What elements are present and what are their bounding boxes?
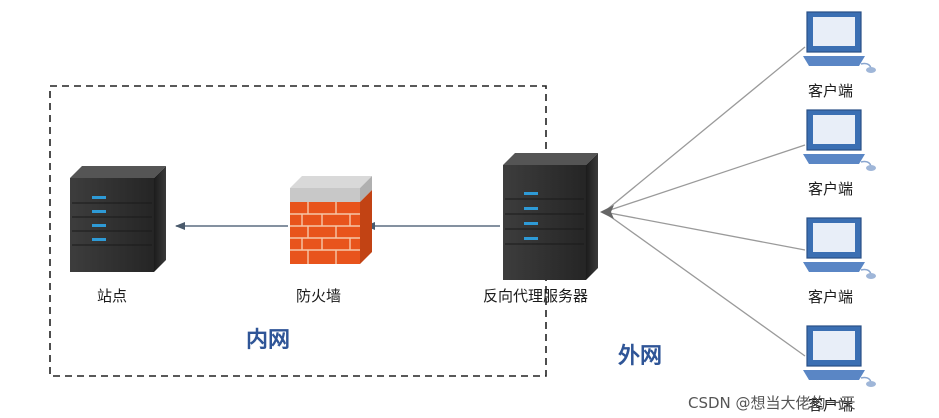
proxy-server-icon xyxy=(503,153,598,280)
client-links xyxy=(603,46,806,357)
client-link-4 xyxy=(603,211,806,357)
client-icon-2 xyxy=(803,109,876,171)
proxy-label: 反向代理服务器 xyxy=(483,287,589,305)
client-label-4: 客户端 xyxy=(808,396,854,414)
site-label: 站点 xyxy=(97,287,128,305)
firewall-icon xyxy=(290,176,372,264)
client-link-2 xyxy=(603,144,806,213)
firewall-label: 防火墙 xyxy=(296,287,342,305)
client-label-3: 客户端 xyxy=(808,288,854,306)
client-label-1: 客户端 xyxy=(808,82,854,100)
client-icon-3 xyxy=(803,217,876,279)
client-icon-1 xyxy=(803,11,876,73)
proxy-arrowhead xyxy=(600,205,614,219)
site-server-icon xyxy=(70,166,166,272)
client-link-1 xyxy=(603,46,806,213)
client-link-3 xyxy=(603,211,806,251)
watermark: CSDN @想当大佬的一天 xyxy=(688,394,856,412)
client-icon-4 xyxy=(803,325,876,387)
intranet-label: 内网 xyxy=(246,328,291,353)
client-label-2: 客户端 xyxy=(808,180,854,198)
extranet-label: 外网 xyxy=(618,344,663,369)
